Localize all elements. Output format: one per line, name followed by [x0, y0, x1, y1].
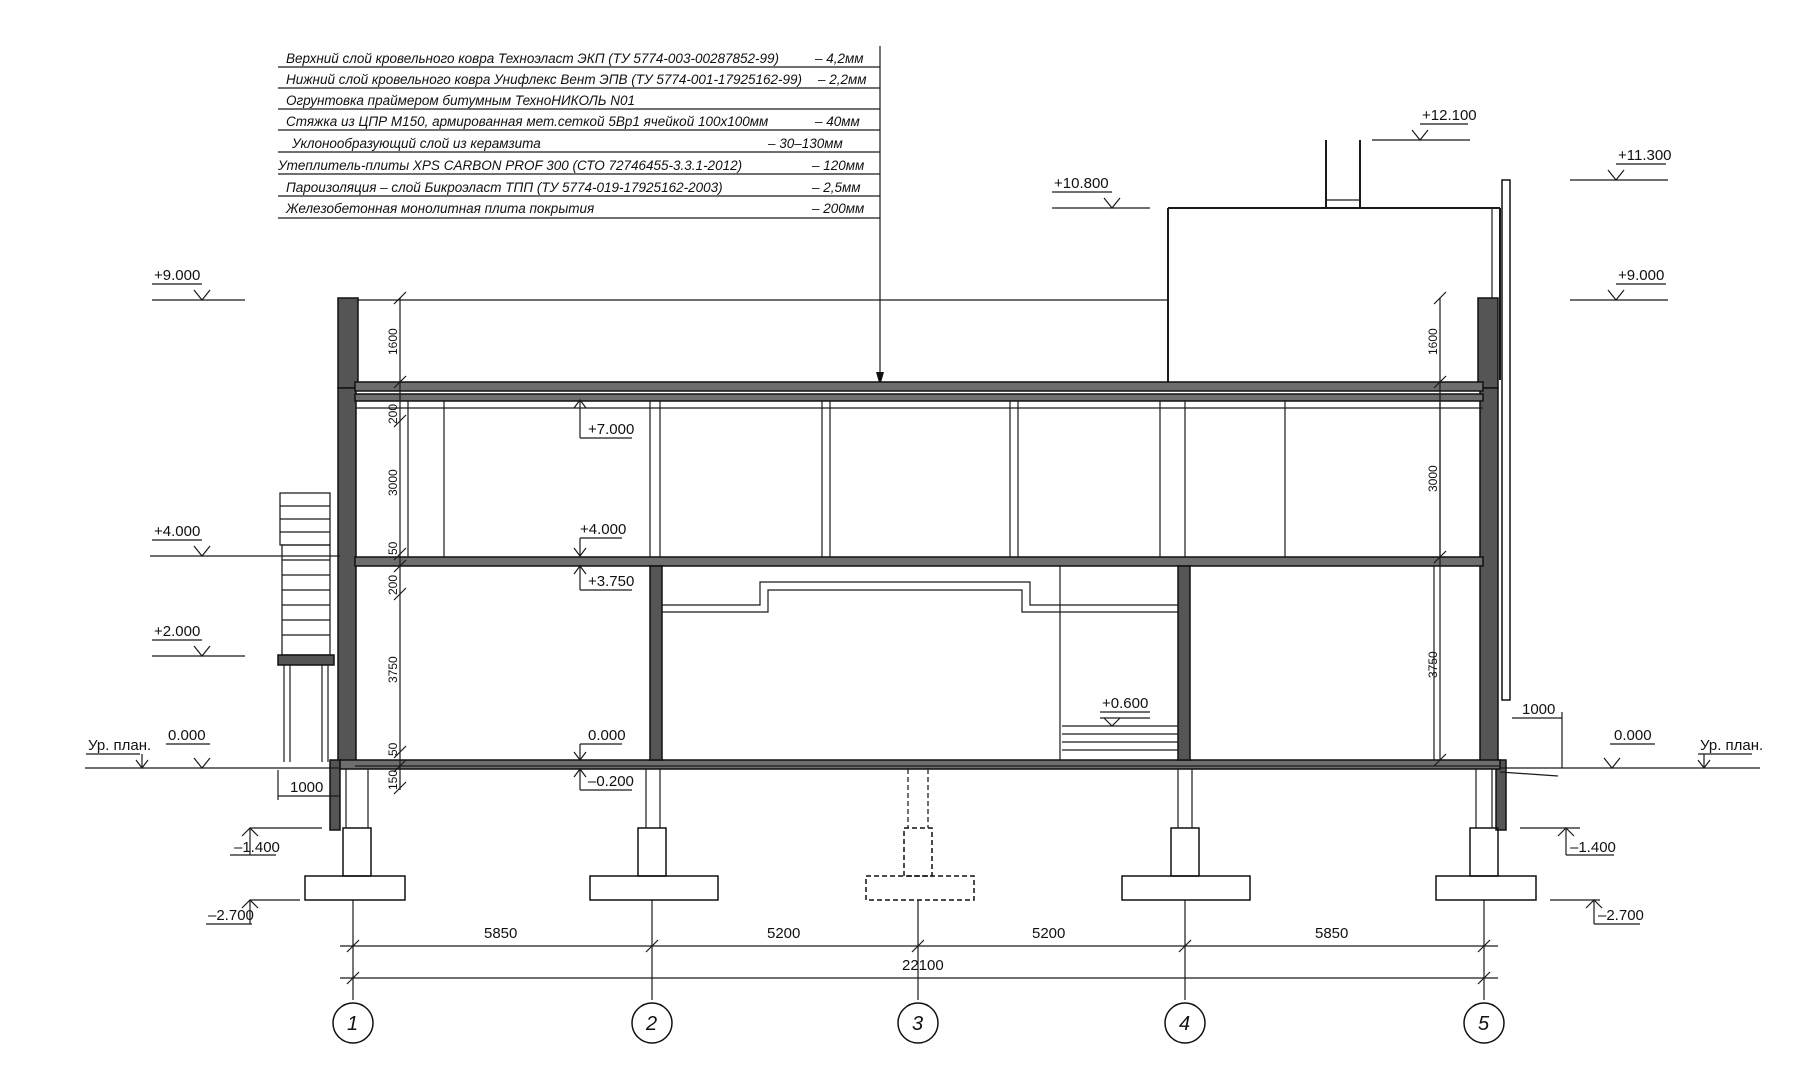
span-2-3: 5200	[767, 925, 800, 942]
roof-layers-table: Верхний слой кровельного ковра Техноэлас…	[277, 46, 884, 386]
span-1-2: 5850	[484, 925, 517, 942]
axis-markers: 1 2 3 4 5	[332, 1002, 1505, 1044]
layer-7-value: – 2,5мм	[811, 180, 861, 195]
vdim-left-50-top: 50	[386, 541, 400, 555]
level-2000: +2.000	[154, 623, 200, 640]
vdim-left-3750: 3750	[386, 656, 400, 683]
level-marks: +12.100 +11.300 +10.800 +9.000 +9.000 +7…	[86, 107, 1763, 925]
span-3-4: 5200	[1032, 925, 1065, 942]
axis-label-1: 1	[347, 1013, 358, 1035]
ground-label-right: Ур. план.	[1700, 737, 1763, 754]
level-4000-left: +4.000	[154, 523, 200, 540]
vdim-right-3000: 3000	[1426, 465, 1440, 492]
axis-label-2: 2	[645, 1013, 657, 1035]
level-0000-mid: 0.000	[588, 727, 626, 744]
level-m0200: –0.200	[588, 773, 634, 790]
layer-2-value: – 2,2мм	[817, 72, 867, 87]
vertical-dimensions: 1600 200 3000 50 200 3750 50 150 1600 30…	[386, 291, 1447, 795]
level-11300: +11.300	[1618, 147, 1672, 164]
layer-1-name: Верхний слой кровельного ковра Техноэлас…	[286, 51, 779, 66]
axis-label-3: 3	[912, 1013, 923, 1035]
level-7000: +7.000	[588, 421, 634, 438]
level-m1400-right: –1.400	[1570, 839, 1616, 856]
level-0000-right: 0.000	[1614, 727, 1652, 744]
level-m2700-right: –2.700	[1598, 907, 1644, 924]
span-4-5: 5850	[1315, 925, 1348, 942]
inner-stair	[1062, 725, 1178, 751]
layer-5-name: Уклонообразующий слой из керамзита	[291, 136, 541, 151]
foundations	[304, 769, 1537, 901]
layer-3-name: Огрунтовка праймером битумным ТехноНИКОЛ…	[286, 93, 635, 108]
vdim-left-1600: 1600	[386, 328, 400, 355]
dim-stair-1000: 1000	[290, 779, 323, 796]
level-9000-right: +9.000	[1618, 267, 1664, 284]
level-10800: +10.800	[1054, 175, 1109, 192]
vdim-left-200-mid: 200	[386, 575, 400, 595]
layer-7-name: Пароизоляция – слой Бикроэласт ТПП (ТУ 5…	[286, 180, 723, 195]
total-span: 22100	[902, 957, 944, 974]
columns	[407, 401, 1441, 761]
layer-6-name: Утеплитель-плиты XPS CARBON PROF 300 (СТ…	[277, 158, 742, 173]
vdim-left-3000: 3000	[386, 469, 400, 496]
ground-lines	[85, 767, 1760, 777]
layer-6-value: – 120мм	[811, 158, 864, 173]
roof-superstructure	[350, 140, 1511, 701]
layer-4-value: – 40мм	[814, 114, 860, 129]
walls	[329, 297, 1507, 831]
exterior-stair	[277, 492, 335, 762]
misc-dimensions: 1000 1000	[277, 701, 1563, 800]
slabs	[339, 381, 1501, 770]
vdim-right-1600: 1600	[1426, 328, 1440, 355]
layer-5-value: – 30–130мм	[767, 136, 843, 151]
level-4000-mid: +4.000	[580, 521, 626, 538]
axis-label-5: 5	[1478, 1013, 1490, 1035]
level-m1400-left: –1.400	[234, 839, 280, 856]
level-3750: +3.750	[588, 573, 634, 590]
level-12100: +12.100	[1422, 107, 1477, 124]
vdim-left-150: 150	[386, 770, 400, 790]
level-0600: +0.600	[1102, 695, 1148, 712]
level-9000-left: +9.000	[154, 267, 200, 284]
layer-1-value: – 4,2мм	[814, 51, 864, 66]
layer-4-name: Стяжка из ЦПР М150, армированная мет.сет…	[286, 114, 768, 129]
dim-right-1000: 1000	[1522, 701, 1555, 718]
layer-2-name: Нижний слой кровельного ковра Унифлекс В…	[286, 72, 802, 87]
span-dimensions: 5850 5200 5200 5850 22100	[340, 900, 1498, 1000]
layer-8-value: – 200мм	[811, 201, 864, 216]
layer-8-name: Железобетонная монолитная плита покрытия	[285, 201, 594, 216]
level-m2700-left: –2.700	[208, 907, 254, 924]
level-0000-left: 0.000	[168, 727, 206, 744]
ground-label-left: Ур. план.	[88, 737, 151, 754]
axis-label-4: 4	[1179, 1013, 1190, 1035]
vdim-left-200-top: 200	[386, 404, 400, 424]
vdim-right-3750: 3750	[1426, 651, 1440, 678]
vdim-left-50-bottom: 50	[386, 742, 400, 756]
